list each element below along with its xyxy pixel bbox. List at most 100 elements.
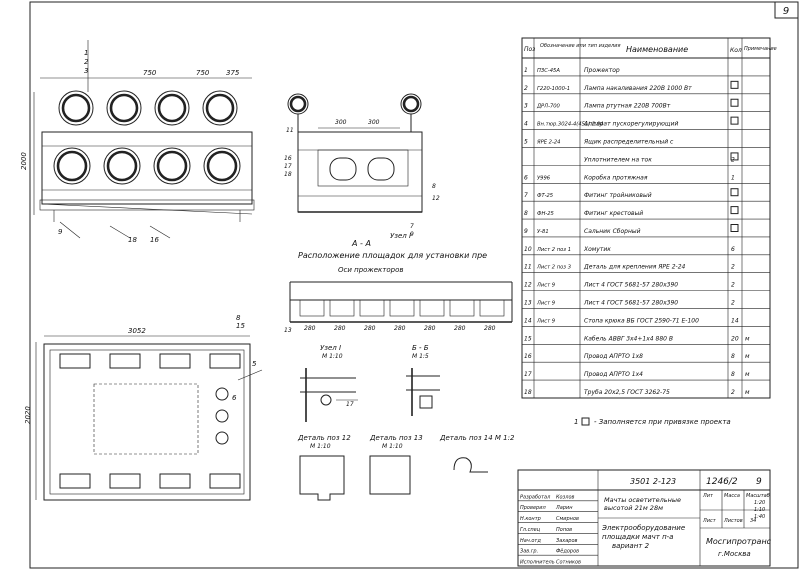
table-row-unit: м (745, 371, 750, 378)
th-note: Примечание (744, 46, 777, 52)
table-row-fill-box (730, 206, 739, 215)
title-block-role: Разработал (520, 494, 551, 500)
dim-750-a: 750 (143, 69, 157, 77)
dim-280-7: 280 (484, 325, 496, 332)
table-row-designation: Лист 9 (536, 283, 555, 289)
table-row-designation: Лист 2 поз 3 (536, 265, 571, 271)
table-row-pos: 11 (524, 264, 532, 271)
table-row-name: Сальник Сборный (584, 228, 641, 235)
svg-text:18: 18 (284, 171, 292, 178)
table-row-fill-box (730, 152, 739, 161)
svg-text:15: 15 (236, 322, 245, 330)
table-row-designation: ФТ-25 (537, 193, 554, 199)
top-lamp-row (58, 90, 238, 126)
detail13-title: Деталь поз 13 (369, 434, 423, 442)
note-text: - Заполняется при привязке проекта (594, 418, 731, 426)
svg-text:7: 7 (410, 223, 414, 230)
table-row-pos: 14 (524, 317, 532, 324)
note-prefix: 1 (574, 418, 578, 426)
projector-axes-label: Оси прожекторов (338, 266, 404, 274)
svg-text:8: 8 (236, 314, 241, 322)
svg-text:2: 2 (84, 58, 89, 66)
table-row-qty: 2 (731, 300, 735, 307)
title-block-role: Исполнитель (520, 560, 555, 566)
table-row-designation: У996 (537, 175, 551, 181)
table-row-pos: 5 (524, 138, 528, 145)
detail12-scale: М 1:10 (310, 443, 331, 450)
dim-375: 375 (226, 69, 240, 77)
table-row-unit: м (745, 389, 750, 396)
scale-2: 1:10 (754, 507, 765, 513)
table-row-designation: ЯРЕ 2-24 (536, 139, 560, 145)
lit-label: Лит (702, 493, 714, 499)
table-row-qty: 8 (731, 353, 735, 360)
dim-280-2: 280 (334, 325, 346, 332)
table-row-fill-box (730, 188, 739, 197)
section-bb-view: Б - Б М 1:5 (406, 344, 440, 416)
detail-14: Деталь поз 14 М 1:2 (439, 434, 515, 473)
table-row-name: Прожектор (584, 67, 620, 74)
table-row-fill-box (730, 116, 739, 125)
dim-300-b: 300 (368, 119, 380, 126)
svg-text:17: 17 (346, 401, 354, 408)
svg-text:12: 12 (432, 195, 440, 202)
table-row-designation: ФН-25 (537, 211, 555, 217)
svg-text:1: 1 (84, 49, 88, 57)
svg-text:18: 18 (128, 236, 137, 244)
svg-text:9: 9 (58, 228, 63, 236)
sheet-frame (29, 1, 799, 569)
title-block-role: Проверил (520, 505, 546, 511)
table-row-name: Лист 4 ГОСТ 5681-57 280х390 (583, 300, 678, 307)
title-block-role: Гл.спец (520, 527, 541, 533)
sheet-number: 9 (783, 6, 789, 17)
table-row-qty: 2 (731, 264, 735, 271)
table-row-designation: У-81 (537, 229, 549, 235)
table-row-name: Лампа накаливания 220В 1000 Вт (583, 85, 692, 92)
svg-text:16: 16 (284, 155, 292, 162)
svg-text:16: 16 (150, 236, 159, 244)
sheet-number-box (774, 1, 799, 19)
node-title: Узел I (320, 344, 341, 352)
detail-12: Деталь поз 12 М 1:10 (297, 434, 351, 501)
org-line2: г.Москва (718, 550, 751, 558)
table-row-qty: 14 (731, 317, 739, 324)
table-row-pos: 9 (524, 228, 528, 235)
sheets-label: Листов (723, 518, 743, 524)
table-row-qty: 8 (731, 371, 735, 378)
table-row-pos: 13 (524, 300, 532, 307)
dim-280-5: 280 (424, 325, 436, 332)
table-row-name: Провод АПРТО 1х8 (584, 353, 643, 360)
table-row-fill-box (730, 98, 739, 107)
specification-table: Поз Обозначение или тип изделия Наименов… (521, 37, 777, 399)
title-block-person: Захаров (556, 538, 578, 544)
svg-text:17: 17 (284, 163, 292, 170)
svg-text:9: 9 (410, 231, 414, 238)
title-line1: Электрооборудование (601, 524, 685, 532)
svg-text:6: 6 (232, 394, 237, 402)
table-row-pos: 7 (524, 192, 528, 199)
title-block-role: Н.контр (520, 516, 541, 522)
table-row-pos: 3 (524, 103, 528, 110)
dim-300-a: 300 (335, 119, 347, 126)
table-row-pos: 15 (524, 335, 532, 342)
table-row-name: Ящик распределительный с (583, 138, 674, 145)
svg-text:8: 8 (432, 183, 436, 190)
table-row-pos: 12 (524, 282, 532, 289)
table-row-designation: Лист 9 (536, 318, 555, 324)
th-designation: Обозначение или тип изделия (540, 43, 620, 49)
title-block: 3501 2-123 1246/2 9 Мачты осветительные … (517, 469, 772, 567)
table-row-unit: м (745, 353, 750, 360)
th-name: Наименование (626, 45, 688, 54)
dim-2020: 2020 (24, 406, 32, 424)
table-row-name: Лист 4 ГОСТ 5681-57 280х390 (583, 282, 678, 289)
svg-text:5: 5 (252, 360, 257, 368)
title-block-person: Сотников (556, 560, 581, 566)
svg-text:11: 11 (286, 127, 294, 134)
detail14-title: Деталь поз 14 М 1:2 (439, 434, 515, 442)
table-row-qty: 20 (731, 335, 739, 342)
table-row-qty: 2 (731, 282, 735, 289)
section-aa-title: А - А (351, 239, 371, 248)
